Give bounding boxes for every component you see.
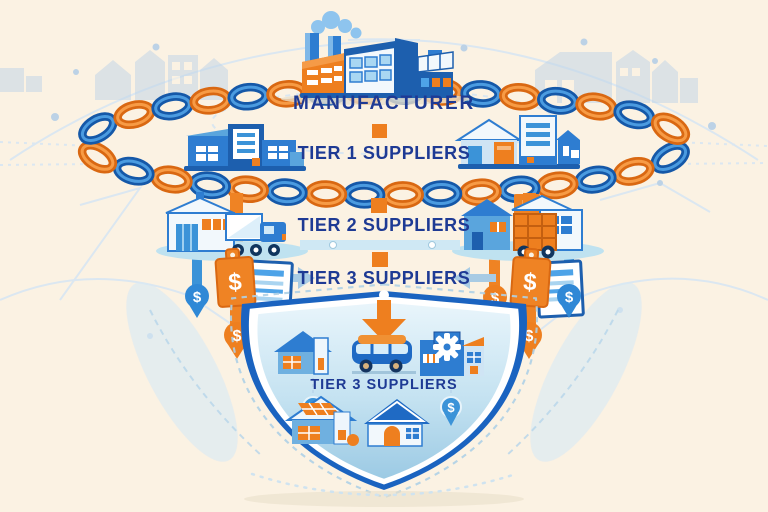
- shield-side-dashed-arcs: [149, 309, 619, 457]
- chain-link-icon: [422, 182, 460, 206]
- chain-link-icon: [653, 144, 688, 171]
- dollar-glyph: $: [491, 290, 500, 307]
- tier1-buildings-right: [454, 115, 580, 169]
- background-skyline-right: [535, 50, 698, 103]
- chain-link-icon: [384, 183, 422, 206]
- chain-link-icon: [80, 115, 115, 142]
- chain-link-icon: [463, 82, 501, 105]
- chain-link-icon: [615, 159, 652, 184]
- tier3-suppliers-label: TIER 3 SUPPLIERS: [297, 268, 471, 288]
- chain-link-icon: [462, 181, 499, 204]
- dollar-glyph: $: [522, 269, 538, 297]
- delivery-truck-icon: [225, 213, 286, 256]
- chain-link-icon: [191, 174, 229, 197]
- chain-link-icon: [267, 181, 305, 204]
- shield-supplier-house-1: [274, 331, 332, 375]
- flow-connectors: [371, 124, 388, 267]
- tier2-buildings-left: [156, 192, 308, 261]
- dollar-glyph: $: [193, 289, 202, 306]
- chain-link-icon: [307, 182, 345, 206]
- chain-link-icon: [80, 143, 115, 171]
- price-tag-icon: $: [214, 247, 257, 308]
- chain-link-icon: [577, 168, 614, 191]
- shield-tier3-label: TIER 3 SUPPLIERS: [310, 377, 458, 393]
- gear-icon: [433, 333, 461, 361]
- arrow-left-icon: [453, 267, 496, 289]
- chain-link-icon: [230, 85, 268, 108]
- price-tag-icon: $: [509, 247, 552, 308]
- factory-illustration: [281, 11, 471, 105]
- chain-link-icon: [578, 95, 615, 118]
- chain-link-icon: [539, 89, 577, 112]
- tier2-suppliers-label: TIER 2 SUPPLIERS: [297, 215, 471, 235]
- tier1-suppliers-label: TIER 1 SUPPLIERS: [297, 143, 471, 163]
- shield-entry-arrow-icon: [362, 290, 406, 342]
- manufacturer-label: MANUFACTURER: [292, 93, 476, 114]
- dollar-glyph: $: [233, 328, 242, 345]
- dollar-pin-blue-left: $: [185, 284, 209, 318]
- shield-house-2: [364, 399, 430, 447]
- dollar-glyph: $: [525, 328, 534, 345]
- chain-link-icon: [653, 115, 688, 143]
- background-skyline-left: [0, 50, 228, 100]
- dollar-glyph: $: [447, 400, 455, 415]
- container-truck-icon: [513, 213, 557, 259]
- tier2-connector-band: [300, 240, 460, 250]
- tier1-buildings-left: [184, 124, 306, 171]
- chain-link-icon: [154, 95, 191, 118]
- shield-side-glow: [126, 282, 642, 462]
- shield-factory-gear: [420, 331, 484, 376]
- shield-solar-house: [284, 395, 359, 446]
- shield-pin-right: $: [440, 378, 462, 426]
- chain-link-icon: [153, 168, 190, 191]
- chain-link-icon: [115, 159, 152, 183]
- chain-link-icon: [116, 102, 153, 127]
- dollar-glyph: $: [227, 269, 243, 297]
- dollar-glyph: $: [565, 289, 574, 306]
- factory-smoke-icon: [311, 11, 362, 39]
- shield-van-icon: [352, 335, 416, 374]
- chain-link-icon: [616, 103, 653, 127]
- dollar-pin-blue-right: $: [557, 284, 581, 318]
